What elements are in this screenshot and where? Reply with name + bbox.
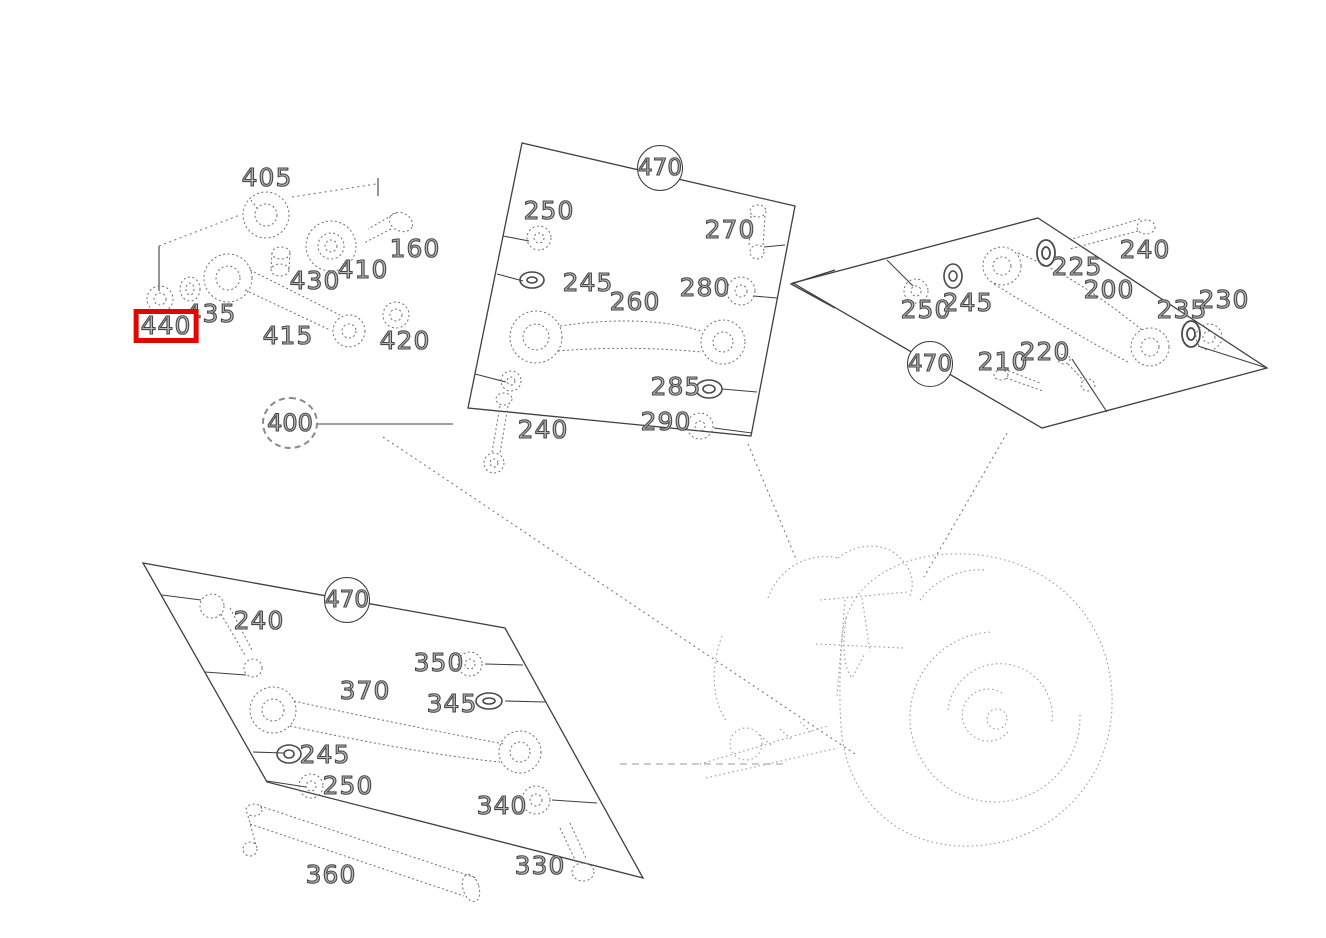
callout-bottom-left-panel-350[interactable]: 350: [413, 648, 465, 677]
part-340-nut: [521, 785, 551, 815]
part-290-nut: [686, 412, 714, 440]
part-235-washer: [1181, 320, 1201, 348]
callout-center-panel-250[interactable]: 250: [523, 196, 575, 225]
part-250-nut: [526, 225, 552, 251]
callout-bottom-left-panel-360[interactable]: 360: [305, 860, 357, 889]
parts-bottom-left-panel: [199, 593, 595, 903]
part-240-nut-small: [500, 370, 522, 392]
part-360-strut: [242, 803, 481, 903]
callout-right-panel-245[interactable]: 245: [942, 288, 994, 317]
callout-upper-left-415[interactable]: 415: [262, 321, 314, 350]
callout-center-panel-280[interactable]: 280: [679, 273, 731, 302]
part-415-control-arm: [203, 253, 366, 348]
part-350-nut: [457, 651, 483, 677]
part-160-bolt: [363, 211, 414, 244]
callout-right-panel-225[interactable]: 225: [1051, 252, 1103, 281]
part-250-nut: [903, 278, 929, 304]
part-240-bolt: [1069, 218, 1156, 250]
callout-right-panel-240[interactable]: 240: [1119, 235, 1171, 264]
callout-upper-left-440[interactable]: 440: [133, 309, 199, 343]
axle-assembly-sketch: [699, 545, 1113, 847]
callout-bottom-left-panel-240[interactable]: 240: [233, 606, 285, 635]
callout-center-panel-470[interactable]: 470: [637, 145, 683, 191]
part-440-nut: [146, 285, 174, 313]
part-210-bolt: [993, 368, 1044, 392]
callout-right-panel-470[interactable]: 470: [907, 341, 953, 387]
callout-center-panel-270[interactable]: 270: [704, 215, 756, 244]
part-430-spacer: [270, 246, 291, 277]
parts-upper-left-cluster: [146, 191, 414, 348]
callout-right-panel-250[interactable]: 250: [900, 295, 952, 324]
callout-right-panel-235[interactable]: 235: [1156, 295, 1208, 324]
callout-right-panel-210[interactable]: 210: [977, 347, 1029, 376]
dotted-reference-lines: [158, 183, 1008, 757]
part-225-washer: [1036, 239, 1056, 267]
part-250-nut: [298, 773, 324, 799]
part-285-washer: [695, 379, 723, 399]
part-230-nut: [1195, 323, 1223, 351]
callout-right-panel-230[interactable]: 230: [1198, 285, 1250, 314]
part-270-bolt: [748, 204, 767, 260]
part-245-washer: [276, 744, 302, 764]
parts-right-panel: [903, 218, 1223, 392]
part-200-spring-link: [982, 246, 1170, 367]
callout-bottom-left-panel-250[interactable]: 250: [322, 771, 374, 800]
part-280-nut: [726, 276, 756, 306]
callout-center-panel-260[interactable]: 260: [609, 287, 661, 316]
part-245-washer: [519, 271, 545, 289]
part-220-bolt: [1057, 353, 1096, 392]
part-405-nut: [242, 191, 290, 239]
callout-center-panel-285[interactable]: 285: [650, 372, 702, 401]
callout-upper-left-400[interactable]: 400: [262, 397, 318, 449]
view-direction-arrow: [789, 269, 836, 309]
part-240-bolt: [483, 392, 513, 474]
part-435-washer: [179, 276, 201, 302]
callout-center-panel-240[interactable]: 240: [517, 415, 569, 444]
panel-right-border: [791, 217, 1269, 429]
panel-borders: [141, 142, 1269, 880]
panel-bottom-left-border: [141, 562, 645, 880]
callout-center-panel-245[interactable]: 245: [562, 268, 614, 297]
part-345-washer: [475, 692, 503, 710]
part-245-washer: [943, 263, 963, 289]
callout-upper-left-430[interactable]: 430: [289, 266, 341, 295]
callout-upper-left-410[interactable]: 410: [337, 255, 389, 284]
callout-bottom-left-panel-370[interactable]: 370: [339, 676, 391, 705]
part-240-bolt: [199, 593, 263, 678]
part-420-nut: [382, 301, 410, 329]
parts-center-panel: [483, 204, 767, 474]
part-260-link-rod: [509, 310, 746, 365]
callout-center-panel-290[interactable]: 290: [640, 407, 692, 436]
callout-upper-left-405[interactable]: 405: [241, 163, 293, 192]
callout-bottom-left-panel-470[interactable]: 470: [324, 577, 370, 623]
callout-upper-left-420[interactable]: 420: [379, 326, 431, 355]
callout-bottom-left-panel-245[interactable]: 245: [299, 740, 351, 769]
part-410-bushing: [305, 220, 357, 272]
callout-bottom-left-panel-340[interactable]: 340: [476, 791, 528, 820]
callout-bottom-left-panel-330[interactable]: 330: [514, 851, 566, 880]
panel-center-border: [467, 142, 796, 437]
callout-bottom-left-panel-345[interactable]: 345: [426, 689, 478, 718]
part-370-tie-rod: [249, 686, 542, 774]
callout-upper-left-160[interactable]: 160: [389, 234, 441, 263]
part-330-bolt: [559, 822, 595, 882]
callout-right-panel-220[interactable]: 220: [1019, 337, 1071, 366]
callout-right-panel-200[interactable]: 200: [1083, 275, 1135, 304]
